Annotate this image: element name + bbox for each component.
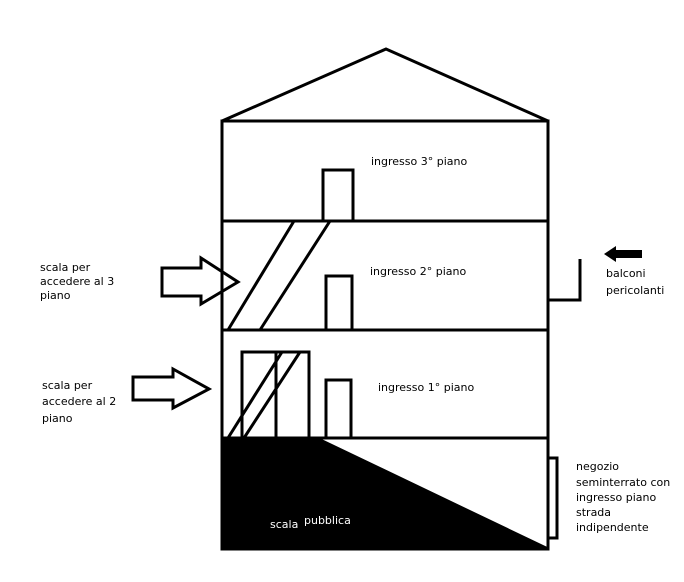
balcony — [548, 259, 582, 302]
label-negozio-line-2: seminterrato con — [576, 476, 670, 489]
stair-3-line-a — [226, 220, 296, 331]
door-1 — [324, 378, 353, 440]
label-scala-3-line-3: piano — [40, 289, 71, 302]
label-ingresso-1: ingresso 1° piano — [378, 381, 474, 394]
label-scala-2-line-1: scala per — [42, 379, 93, 392]
public-stair-fill — [220, 436, 549, 551]
label-scala-2-line-3: piano — [42, 412, 73, 425]
arrow-scala-3-icon — [160, 255, 241, 307]
shop-door — [546, 456, 559, 540]
arrow-scala-2-icon — [131, 366, 213, 411]
stair-2-line-b — [242, 351, 302, 439]
label-scala-pubblica-1: scala — [270, 518, 298, 531]
label-scala-2-line-2: accedere al 2 — [42, 395, 116, 408]
roof — [221, 47, 549, 123]
arrow-balconi-icon — [604, 246, 642, 262]
label-ingresso-3: ingresso 3° piano — [371, 155, 467, 168]
label-negozio-line-5: indipendente — [576, 521, 649, 534]
stair-3-line-b — [258, 220, 332, 331]
label-scala-3-line-2: accedere al 3 — [40, 275, 114, 288]
label-ingresso-2: ingresso 2° piano — [370, 265, 466, 278]
label-balconi-line-2: pericolanti — [606, 284, 664, 297]
label-scala-pubblica-2: pubblica — [304, 514, 351, 527]
label-negozio-line-3: ingresso piano — [576, 491, 656, 504]
label-negozio-line-1: negozio — [576, 460, 619, 473]
label-negozio-line-4: strada — [576, 506, 611, 519]
door-3 — [321, 168, 355, 223]
stair-2-line-a — [226, 351, 284, 439]
door-2 — [324, 274, 354, 332]
label-scala-3-line-1: scala per — [40, 261, 91, 274]
label-balconi-line-1: balconi — [606, 267, 646, 280]
